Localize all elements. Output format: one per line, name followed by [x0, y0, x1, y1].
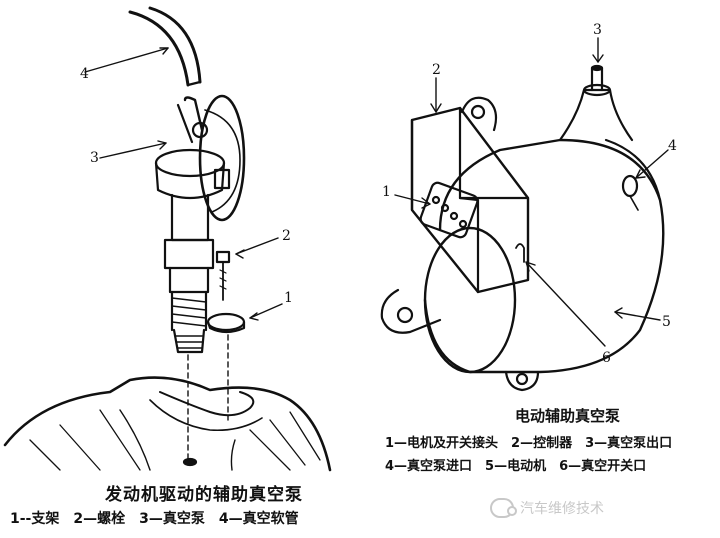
left-callout-3: 3 [90, 150, 99, 166]
left-figure-caption: 发动机驱动的辅助真空泵 [105, 485, 303, 505]
right-figure-legend-line2: 4—真空泵进口 5—电动机 6—真空开关口 [385, 459, 647, 474]
left-callout-2: 2 [282, 228, 291, 244]
right-figure-legend-line1: 1—电机及开关接头 2—控制器 3—真空泵出口 [385, 436, 673, 451]
right-callout-6: 6 [602, 350, 611, 366]
bracket [206, 312, 246, 332]
engine-housing [3, 376, 332, 472]
right-callout-2: 2 [432, 62, 441, 78]
right-callout-5: 5 [662, 314, 671, 330]
right-figure-caption: 电动辅助真空泵 [515, 407, 621, 425]
left-figure-legend: 1--支架 2—螺栓 3—真空泵 4—真空软管 [10, 511, 299, 527]
pump-head [154, 148, 226, 178]
left-figure-drawing [3, 6, 332, 472]
pump-outlet-cone [558, 88, 634, 142]
pump-disc [198, 94, 246, 222]
left-callout-4: 4 [80, 66, 89, 82]
right-callout-1: 1 [382, 184, 391, 200]
left-callout-1: 1 [284, 290, 293, 306]
watermark: 汽车维修技术 [490, 498, 604, 518]
watermark-text: 汽车维修技术 [520, 501, 604, 517]
vacuum-hose [128, 10, 190, 87]
right-callout-3: 3 [593, 22, 602, 38]
wechat-icon [490, 498, 517, 518]
right-figure-drawing [380, 37, 669, 392]
right-callout-4: 4 [668, 138, 677, 154]
